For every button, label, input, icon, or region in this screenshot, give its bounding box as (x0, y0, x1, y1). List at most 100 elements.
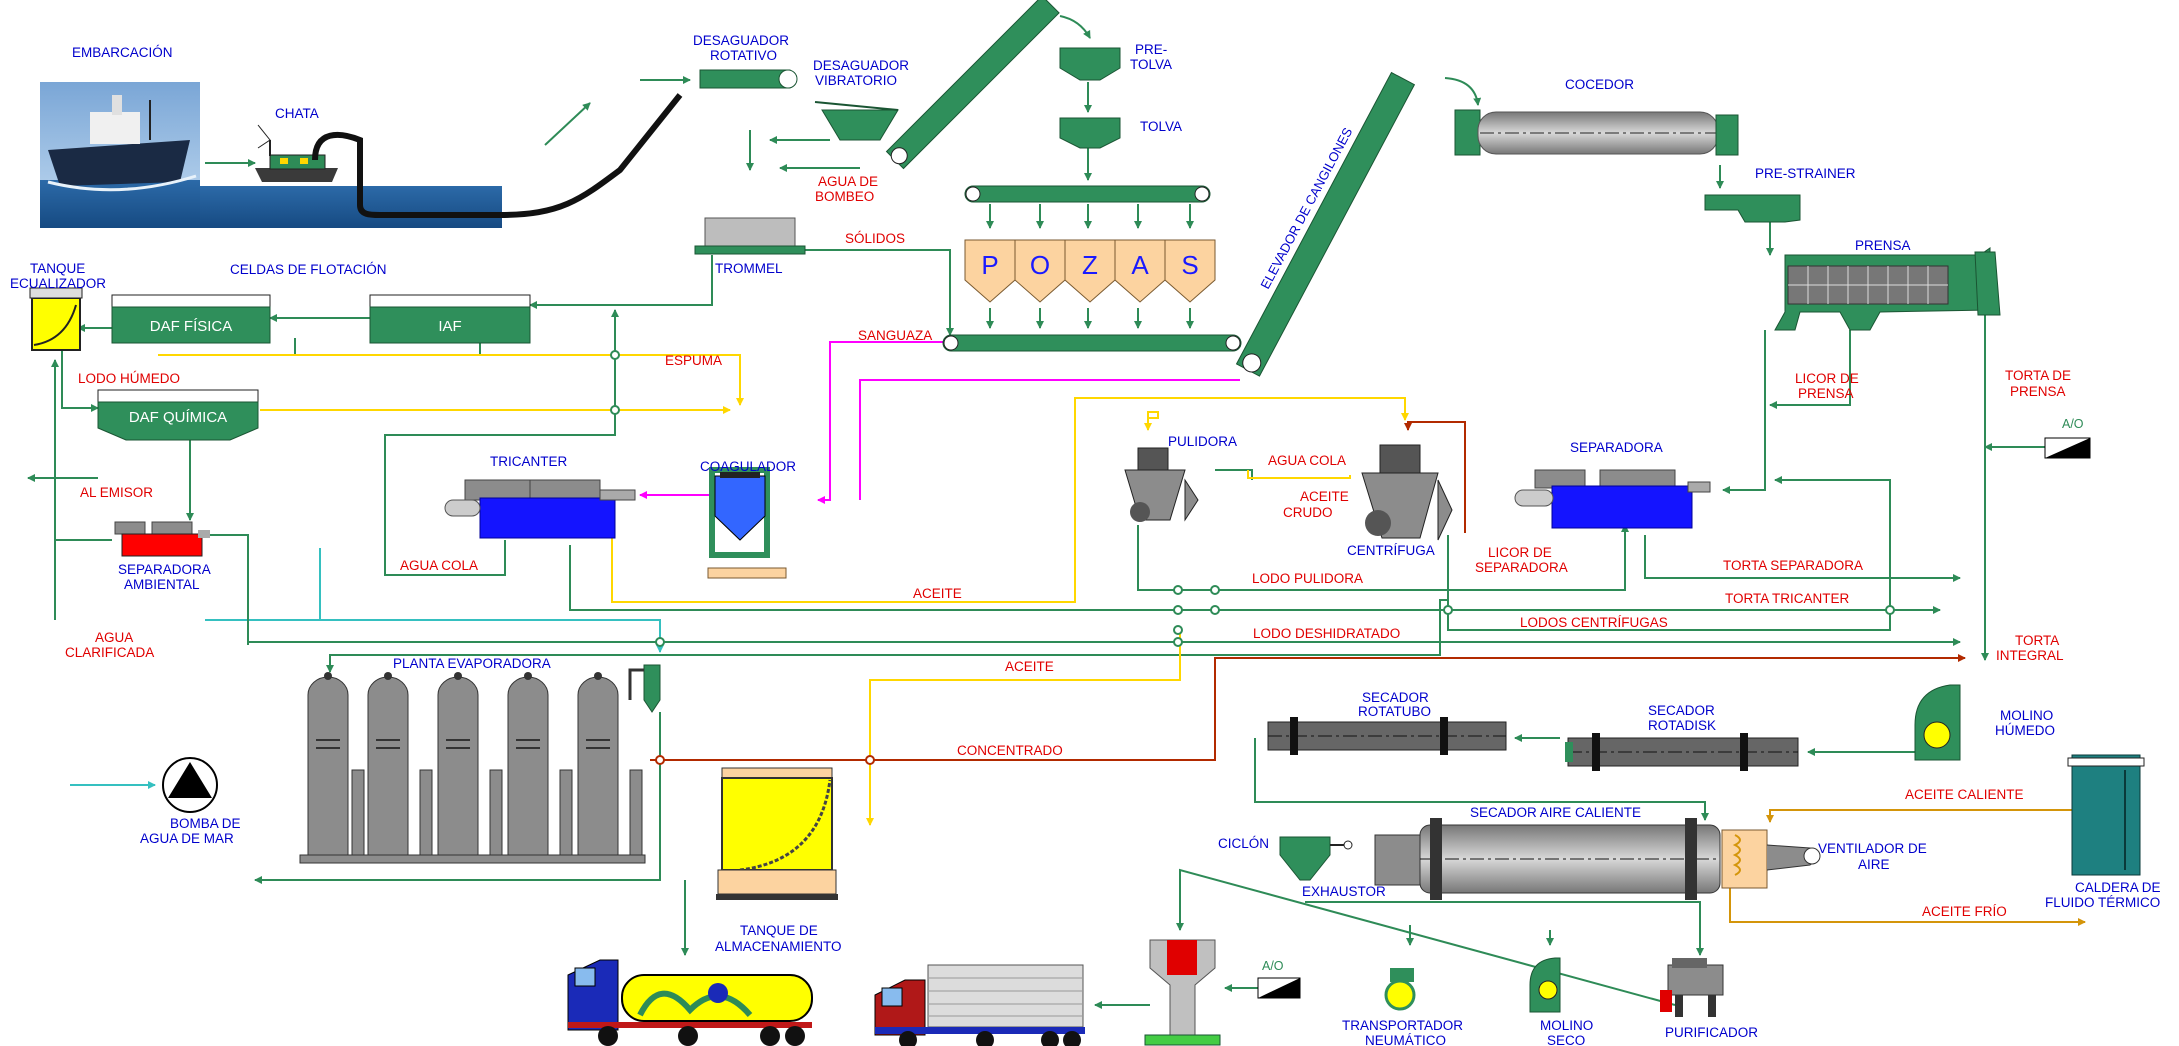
planta-evaporadora-label: PLANTA EVAPORADORA (393, 656, 551, 671)
cocedor-label: COCEDOR (1565, 77, 1634, 92)
elevador-de-mallas (885, 0, 1059, 170)
elevator2-top-arrow (1445, 78, 1478, 105)
lodo-deshidratado-label: LODO DESHIDRATADO (1253, 626, 1400, 641)
torta-tricanter-label: TORTA TRICANTER (1725, 591, 1850, 606)
desaguador-vibratorio-label-1: DESAGUADOR (813, 58, 909, 73)
pre-strainer (1705, 195, 1800, 222)
trommel-to-iaf (530, 255, 712, 305)
molino-humedo-unit (1915, 685, 1960, 760)
secador-rotadisk-label-1: SECADOR (1648, 703, 1715, 718)
cocedor (1455, 110, 1738, 155)
ciclon-label: CICLÓN (1218, 836, 1269, 851)
separadora-label: SEPARADORA (1570, 440, 1663, 455)
molino-humedo-label-2: HÚMEDO (1995, 723, 2055, 738)
elevador-de-cangilones (1236, 73, 1414, 377)
caldera-fluido-termico (2068, 755, 2144, 875)
solidos-label: SÓLIDOS (845, 231, 905, 246)
desaguador-vibratorio-label-2: VIBRATORIO (815, 73, 897, 88)
torta-integral-label-2: INTEGRAL (1996, 648, 2064, 663)
tanque-almacenamiento-label-2: ALMACENAMIENTO (715, 939, 842, 954)
ao-bottom-label: A/O (1262, 959, 1284, 973)
lodos-centrifugas-label: LODOS CENTRÍFUGAS (1520, 615, 1668, 630)
tanque-ecualizador-label-1: TANQUE (30, 261, 85, 276)
pretolva-label-2: TOLVA (1130, 57, 1172, 72)
trommel-label: TROMMEL (715, 261, 783, 276)
agua-clarificada-label-2: CLARIFICADA (65, 645, 154, 660)
tanker-truck-icon (568, 960, 812, 1046)
caldera-label-2: FLUIDO TÉRMICO (2045, 895, 2160, 910)
prensa-label: PRENSA (1855, 238, 1911, 253)
aceite-caliente-label: ACEITE CALIENTE (1905, 787, 2024, 802)
secador-rotatubo (1268, 717, 1506, 755)
pulidora-top-line (1148, 412, 1158, 430)
secador-aire-caliente-label: SECADOR AIRE CALIENTE (1470, 805, 1641, 820)
aceite-frio-label: ACEITE FRÍO (1922, 904, 2007, 919)
desaguador-vibratorio (815, 102, 898, 140)
tanque-ecualizador (30, 288, 82, 350)
planta-evaporadora (300, 665, 660, 863)
secador-rotadisk-label-2: ROTADISK (1648, 718, 1716, 733)
separadora-ambiental-unit (115, 522, 210, 556)
pre-strainer-label: PRE-STRAINER (1755, 166, 1856, 181)
transportador-neumatico-unit (1386, 968, 1414, 1009)
licor-to-separadora (1723, 330, 1765, 490)
poza-letter-z: Z (1082, 250, 1098, 280)
agua-cola-left-label: AGUA COLA (400, 558, 478, 573)
pretolva (1060, 48, 1120, 80)
secador-rotatubo-label-1: SECADOR (1362, 690, 1429, 705)
ao-box-top (2045, 438, 2090, 458)
pulidora-agua-cola-line (1215, 470, 1252, 480)
aceite-2-label: ACEITE (1005, 659, 1054, 674)
licor-prensa-label-2: PRENSA (1798, 386, 1854, 401)
embarcacion-label: EMBARCACIÓN (72, 45, 173, 60)
poza-letter-o: O (1030, 250, 1050, 280)
concentrado-label: CONCENTRADO (957, 743, 1063, 758)
daf-fisica-label: DAF FÍSICA (150, 318, 233, 335)
aceite-frio-line (1730, 880, 2085, 922)
separadora-ambiental-to-evaporator (208, 535, 1960, 642)
secador-rotadisk (1565, 733, 1798, 771)
molino-seco-label-1: MOLINO (1540, 1018, 1593, 1033)
licor-separadora-label-1: LICOR DE (1488, 545, 1552, 560)
centrifuga-label: CENTRÍFUGA (1347, 543, 1435, 558)
elevator-top-arrow (1060, 16, 1090, 38)
secador-rotatubo-label-2: ROTATUBO (1358, 704, 1431, 719)
torta-prensa-label-1: TORTA DE (2005, 368, 2071, 383)
torta-integral-label-1: TORTA (2015, 633, 2059, 648)
conveyor-top (965, 186, 1210, 202)
prensa (1775, 248, 2000, 330)
molino-seco-label-2: SECO (1547, 1033, 1585, 1046)
caldera-label-1: CALDERA DE (2075, 880, 2161, 895)
seawater-line (205, 548, 320, 620)
agua-bombeo-label-1: AGUA DE (818, 174, 878, 189)
coagulador (708, 470, 786, 578)
dryer-down-to-purificador (1305, 902, 1700, 955)
daf-quimica-label: DAF QUÍMICA (129, 409, 227, 426)
separadora-ambiental-label-1: SEPARADORA (118, 562, 211, 577)
poza-letter-a: A (1131, 250, 1149, 280)
ventilador-label-1: VENTILADOR DE (1818, 841, 1927, 856)
sanguaza-line (818, 342, 945, 500)
flatbed-truck-icon (875, 965, 1085, 1046)
pretolva-label-1: PRE- (1135, 42, 1167, 57)
bomba-agua-de-mar-label-1: BOMBA DE (170, 816, 241, 831)
purificador-unit (1660, 958, 1723, 1017)
aceite-caliente-line (1770, 810, 2085, 822)
celdas-flotacion-label: CELDAS DE FLOTACIÓN (230, 262, 387, 277)
ciclon-unit (1280, 837, 1352, 880)
exhaustor-label: EXHAUSTOR (1302, 884, 1386, 899)
desaguador-rotativo-label-2: ROTATIVO (710, 48, 777, 63)
pulidora-label: PULIDORA (1168, 434, 1237, 449)
tanque-ecualizador-label-2: ECUALIZADOR (10, 276, 106, 291)
torta-separadora-label: TORTA SEPARADORA (1723, 558, 1863, 573)
bomba-agua-de-mar (163, 758, 217, 812)
iaf-label: IAF (438, 318, 461, 335)
poza-letter-p: P (981, 250, 998, 280)
aceite-crudo-label-2: CRUDO (1283, 505, 1333, 520)
pozas: P O Z A S (965, 240, 1215, 302)
sea-strip (200, 186, 502, 228)
trommel-solidos-line (775, 250, 950, 335)
purificador-label: PURIFICADOR (1665, 1025, 1758, 1040)
tanque-almacenamiento-label-1: TANQUE DE (740, 923, 818, 938)
